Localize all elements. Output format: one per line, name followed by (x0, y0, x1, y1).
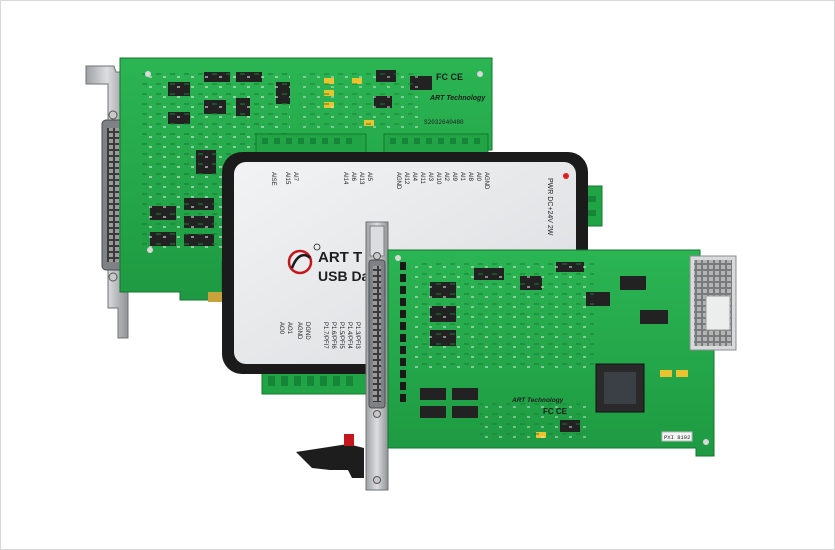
usb-ai-label: AI3 (427, 172, 433, 182)
pxi-ejector-handle (296, 444, 364, 478)
usb-ai-label: AI11 (419, 172, 425, 185)
usb-io-label: P1.5/PFI5 (338, 322, 344, 349)
usb-ai-label-row: AGND AI0 AI8 AI1 AI9 AI2 AI10 AI3 AI11 A… (270, 172, 489, 190)
usb-ai-label: AI1 (459, 172, 465, 182)
usb-ai-label: AGND (483, 172, 489, 190)
usb-ai-label: AI12 (403, 172, 409, 185)
pcie-brand-mark: ART Technology (429, 95, 486, 102)
usb-ai-label: AI15 (284, 172, 290, 185)
usb-brand-line1: ART T (318, 249, 362, 266)
usb-io-label: P1.6/PFI6 (330, 322, 336, 349)
usb-io-label: AO0 (278, 322, 284, 335)
art-logo-icon (287, 243, 321, 275)
usb-io-label: DGND (304, 322, 310, 340)
pcie-gold-fingers (208, 292, 222, 302)
usb-ai-label: AI5 (366, 172, 372, 182)
pxi-sticker-text: PXI 8192 (664, 434, 690, 441)
usb-ai-label: AI0 (475, 172, 481, 182)
usb-power-led (563, 173, 569, 179)
usb-ai-label: AI4 (411, 172, 417, 182)
pxi-fcc-ce-mark: FC CE (543, 407, 568, 416)
usb-power-label: PWR DC+24V 2W (546, 178, 553, 236)
usb-io-label: P1.3/PFI3 (354, 322, 360, 349)
usb-ai-label: AI7 (292, 172, 298, 182)
usb-ai-label: AISE (270, 172, 276, 186)
pxi-brand-mark: ART Technology (511, 397, 564, 404)
pcie-db-pins (107, 128, 119, 262)
pcie-serial: S2032640480 (424, 119, 464, 126)
usb-ai-label: AI9 (451, 172, 457, 182)
usb-io-label-row: P1.3/PFI3 P1.4/PFI4 P1.5/PFI5 P1.6/PFI6 … (278, 322, 360, 349)
usb-ai-label: AI8 (467, 172, 473, 182)
pxi-ejector-release-tab (344, 434, 354, 446)
usb-io-label: AO1 (286, 322, 292, 335)
usb-io-label: P1.7/PFI7 (322, 322, 328, 349)
pxi-sticker (661, 431, 693, 442)
usb-brand-line2: USB Da (318, 268, 370, 284)
usb-ai-label: AI13 (358, 172, 364, 185)
usb-ai-label: AGND (395, 172, 401, 190)
usb-io-label: AGND (296, 322, 302, 340)
usb-ai-label: AI2 (443, 172, 449, 182)
usb-ai-label: AI10 (435, 172, 441, 185)
pcie-card: FC CE ART Technology S2032640480 (85, 57, 493, 339)
pcie-fcc-ce-mark: FC CE (436, 72, 463, 82)
usb-ai-label: AI6 (350, 172, 356, 182)
pxi-card: FC CE ART Technology PXI 8192 (296, 221, 737, 491)
usb-ai-label: AI14 (342, 172, 348, 185)
usb-io-label: P1.4/PFI4 (346, 322, 352, 349)
